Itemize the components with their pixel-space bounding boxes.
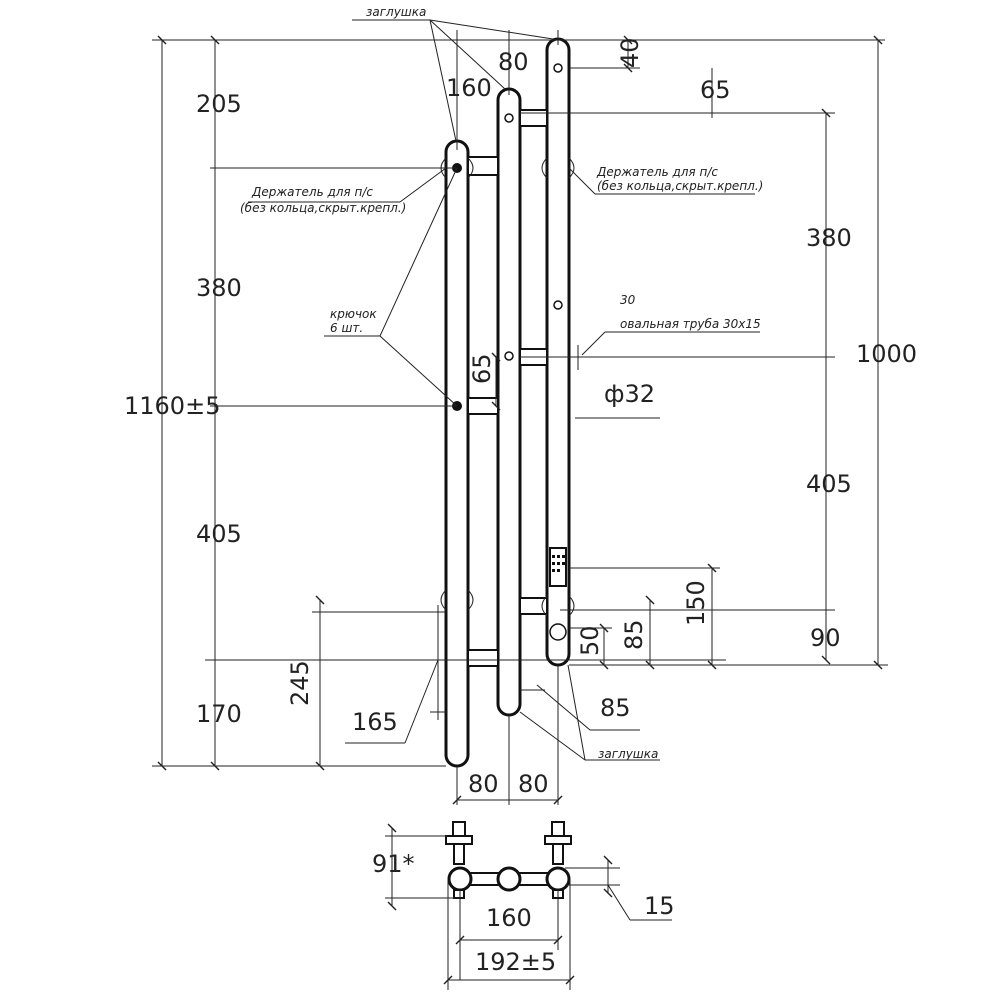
dim-380-right: 380 — [806, 224, 852, 252]
right-holder-top — [541, 157, 548, 179]
right-holder-bottom — [568, 595, 575, 617]
plan-tube-middle — [496, 866, 522, 892]
dim-85-b: 85 — [600, 694, 631, 722]
dim-15: 15 — [644, 892, 675, 920]
dim-65-top: 65 — [700, 76, 731, 104]
dim-170: 170 — [196, 700, 242, 728]
note-hook-2: 6 шт. — [330, 321, 363, 335]
thermostat-icon — [549, 547, 567, 587]
crossbar — [467, 649, 499, 667]
towel-rail-tubes — [440, 37, 575, 768]
note-oval-2: овальная труба 30х15 — [620, 317, 761, 331]
crossbar — [467, 156, 499, 176]
annotations: заглушка Держатель для п/с (без кольца,с… — [124, 5, 917, 976]
left-holder-top — [467, 157, 474, 179]
right-holder-bottom — [541, 595, 548, 617]
dim-405-left: 405 — [196, 520, 242, 548]
crossbar — [467, 397, 499, 415]
dim-1000: 1000 — [856, 340, 917, 368]
middle-tube — [496, 87, 522, 717]
plan-view — [385, 821, 672, 990]
dim-65-mid: 65 — [468, 353, 496, 384]
note-oval-1: 30 — [620, 293, 636, 307]
note-plug-top: заглушка — [366, 5, 426, 19]
dim-160-top: 160 — [446, 74, 492, 102]
note-holder-right-2: (без кольца,скрыт.крепл.) — [597, 179, 763, 193]
dim-80-bottom-1: 80 — [468, 770, 499, 798]
wall-bracket-right — [544, 821, 572, 899]
dim-90: 90 — [810, 624, 841, 652]
dim-1160: 1160±5 — [124, 392, 220, 420]
wall-bracket-left — [445, 821, 473, 899]
dim-380-left: 380 — [196, 274, 242, 302]
hook-dot — [504, 113, 514, 123]
dim-85-a: 85 — [620, 619, 648, 650]
dim-40: 40 — [616, 37, 644, 68]
dim-405-right: 405 — [806, 470, 852, 498]
dim-91: 91* — [372, 850, 415, 878]
note-holder-left-2: (без кольца,скрыт.крепл.) — [240, 201, 406, 215]
dim-phi32: ф32 — [604, 380, 655, 408]
dim-192: 192±5 — [475, 948, 556, 976]
crossbar — [519, 109, 548, 127]
note-holder-left-1: Держатель для п/с — [251, 185, 373, 199]
dimension-lines — [152, 19, 888, 805]
dim-205: 205 — [196, 90, 242, 118]
drain-ring — [549, 623, 567, 641]
right-holder-top — [568, 157, 575, 179]
hook-dot — [553, 300, 563, 310]
dim-165: 165 — [352, 708, 398, 736]
thermostat-dots — [552, 555, 565, 572]
dim-80-top: 80 — [498, 48, 529, 76]
dim-160-bottom: 160 — [486, 904, 532, 932]
crossbar — [519, 597, 548, 615]
plan-tube-left — [447, 866, 473, 892]
note-plug-bottom: заглушка — [598, 747, 658, 761]
plan-tube-right — [545, 866, 571, 892]
note-holder-right-1: Держатель для п/с — [596, 165, 718, 179]
note-hook-1: крючок — [330, 307, 377, 321]
left-holder-bottom — [467, 589, 474, 611]
dim-150: 150 — [682, 580, 710, 626]
left-tube — [444, 139, 470, 768]
hook-dot — [553, 63, 563, 73]
hook-dot — [504, 351, 514, 361]
dim-50: 50 — [576, 625, 604, 656]
left-holder-bottom — [440, 589, 447, 611]
dim-245: 245 — [286, 660, 314, 706]
dim-80-bottom-2: 80 — [518, 770, 549, 798]
